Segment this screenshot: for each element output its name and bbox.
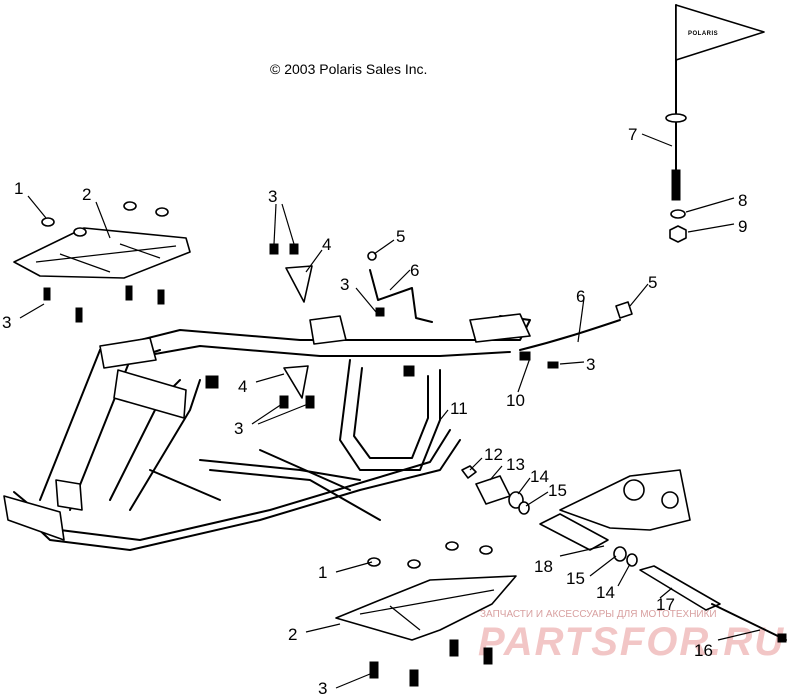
- callout-4: 4: [322, 235, 331, 254]
- flag-logo-text: POLARIS: [688, 31, 718, 37]
- callout-15: 15: [566, 569, 585, 588]
- whip-flag: POLARIS: [665, 4, 765, 243]
- copyright-text: © 2003 Polaris Sales Inc.: [270, 61, 427, 77]
- callout-18: 18: [534, 557, 553, 576]
- callout-8: 8: [738, 191, 747, 210]
- rear-skid-plate: [335, 541, 517, 687]
- callout-2: 2: [82, 185, 91, 204]
- callout-3: 3: [268, 187, 277, 206]
- callout-12: 12: [484, 445, 503, 464]
- callout-4: 4: [238, 377, 247, 396]
- cable-6-right: [519, 301, 633, 369]
- callout-6: 6: [410, 261, 419, 280]
- main-frame: [3, 313, 531, 551]
- callout-11: 11: [450, 399, 468, 418]
- front-skid-plate: [13, 201, 191, 323]
- bracket-4-lower: [279, 365, 315, 409]
- callouts: 1 2 3 3 4 5 6 3 7 8 9 6 5 3 10 4 3 11 12…: [2, 125, 747, 698]
- swing-arm-assembly: [461, 465, 787, 643]
- callout-3: 3: [340, 275, 349, 294]
- watermark-tagline: ЗАПЧАСТИ И АКСЕССУАРЫ ДЛЯ МОТОТЕХНИКИ: [480, 609, 717, 620]
- callout-3: 3: [318, 679, 327, 698]
- callout-3: 3: [234, 419, 243, 438]
- callout-14: 14: [596, 583, 615, 602]
- callout-9: 9: [738, 217, 747, 236]
- callout-1: 1: [318, 563, 327, 582]
- callout-17: 17: [656, 595, 675, 614]
- watermark: ЗАПЧАСТИ И АКСЕССУАРЫ ДЛЯ МОТОТЕХНИКИ PA…: [478, 609, 785, 664]
- callout-10: 10: [506, 391, 525, 410]
- callout-14: 14: [530, 467, 549, 486]
- bracket-6: [367, 251, 433, 323]
- callout-5: 5: [396, 227, 405, 246]
- bracket-4-top: [269, 243, 313, 303]
- callout-16: 16: [694, 641, 713, 660]
- callout-7: 7: [628, 125, 637, 144]
- callout-3: 3: [586, 355, 595, 374]
- leader-lines: [19, 133, 761, 689]
- callout-5: 5: [648, 273, 657, 292]
- callout-1: 1: [14, 179, 23, 198]
- callout-3: 3: [2, 313, 11, 332]
- callout-2: 2: [288, 625, 297, 644]
- callout-6: 6: [576, 287, 585, 306]
- watermark-brand: PARTSFOR.RU: [478, 620, 785, 664]
- callout-13: 13: [506, 455, 525, 474]
- callout-15: 15: [548, 481, 567, 500]
